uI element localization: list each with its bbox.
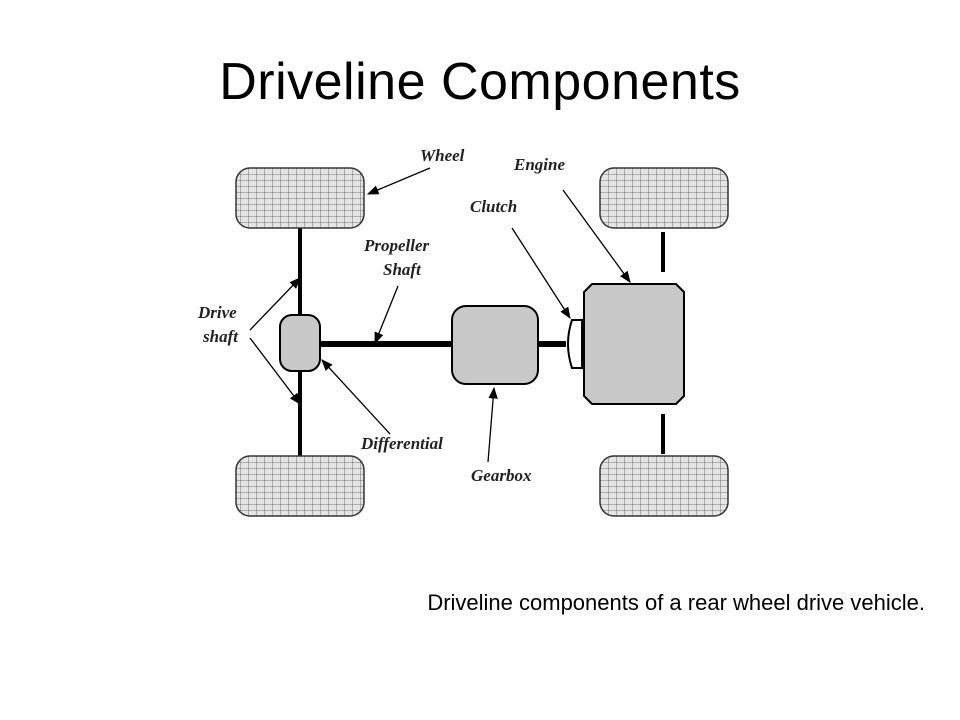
label-propeller-line2: Shaft <box>383 260 422 279</box>
engine-pointer <box>562 189 631 283</box>
label-drive-line1: Drive <box>197 303 237 322</box>
slide-caption: Driveline components of a rear wheel dri… <box>427 590 925 615</box>
label-clutch: Clutch <box>470 197 517 216</box>
wheel-pointer <box>366 167 431 195</box>
clutch <box>567 319 583 369</box>
driveshaft-pointer-upper <box>249 277 301 331</box>
driveshaft-pointer-lower <box>249 337 301 405</box>
differential-pointer <box>321 359 391 435</box>
label-engine: Engine <box>513 155 565 174</box>
gearbox <box>451 305 539 385</box>
wheel-rear-left <box>235 167 365 229</box>
label-wheel: Wheel <box>420 146 465 165</box>
propeller-pointer <box>374 285 399 345</box>
wheel-front-right <box>599 455 729 517</box>
label-gearbox: Gearbox <box>471 466 532 485</box>
clutch-pointer <box>511 227 571 319</box>
differential <box>279 314 321 372</box>
label-propeller-line1: Propeller <box>363 236 430 255</box>
gearbox-pointer <box>487 386 498 463</box>
label-differential: Differential <box>360 434 443 453</box>
engine <box>583 283 685 405</box>
wheel-front-left <box>599 167 729 229</box>
slide-title: Driveline Components <box>219 53 741 111</box>
label-drive-line2: shaft <box>202 327 239 346</box>
wheel-rear-right <box>235 455 365 517</box>
